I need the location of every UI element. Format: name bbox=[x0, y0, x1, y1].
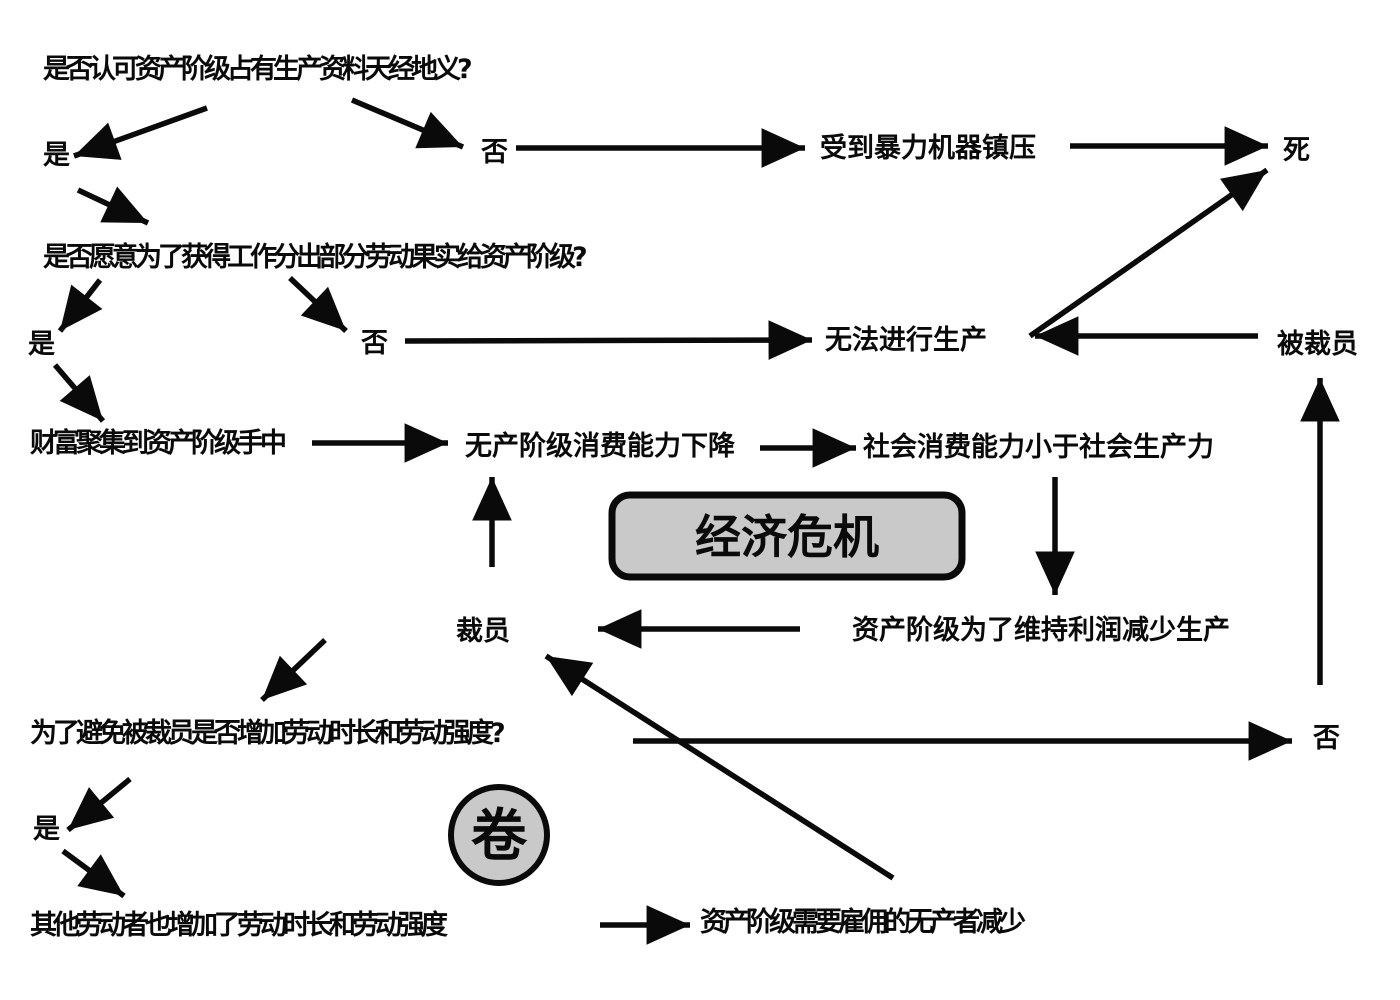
arrow-q3-to-yes3 bbox=[66, 776, 132, 833]
node-wealth-accumulates: 财富聚集到资产阶级手中 bbox=[30, 427, 285, 459]
arrow-yes1-to-q2 bbox=[76, 186, 150, 226]
node-involution: 卷 bbox=[471, 804, 528, 869]
arrow-no2-to-cannot-produce bbox=[404, 320, 813, 360]
node-fewer-workers-needed: 资产阶级需要雇佣的无产者减少 bbox=[700, 906, 1026, 938]
arrow-yes3-to-others-increase bbox=[61, 848, 126, 899]
arrow-q1-to-no1 bbox=[350, 97, 465, 150]
arrow-q1-to-yes1 bbox=[73, 105, 208, 160]
arrow-fewer-workers-to-layoffs bbox=[544, 653, 895, 881]
economic-crisis-box bbox=[608, 491, 966, 581]
involution-circle bbox=[448, 784, 550, 886]
node-yes-3: 是 bbox=[33, 814, 60, 845]
node-economic-crisis: 经济危机 bbox=[695, 510, 879, 564]
node-laid-off: 被裁员 bbox=[1277, 329, 1358, 360]
node-no-1: 否 bbox=[481, 137, 508, 168]
node-layoffs: 裁员 bbox=[456, 616, 510, 647]
node-cannot-produce: 无法进行生产 bbox=[825, 324, 987, 356]
node-proletariat-consumption-declines: 无产阶级消费能力下降 bbox=[465, 430, 736, 462]
arrow-yes2-to-wealth bbox=[52, 363, 106, 423]
node-yes-1: 是 bbox=[43, 140, 70, 171]
arrow-q2-to-yes2 bbox=[57, 278, 103, 333]
node-question-increase-labor-intensity: 为了避免被裁员是否增加劳动时长和劳动强度? bbox=[30, 717, 504, 749]
node-question-own-means-of-production: 是否认可资产阶级占有生产资料天经地义? bbox=[43, 53, 471, 85]
arrow-cannot-produce-to-death bbox=[1028, 167, 1269, 339]
node-death: 死 bbox=[1283, 135, 1310, 166]
node-question-share-labor-fruits: 是否愿意为了获得工作分出部分劳动果实给资产阶级? bbox=[43, 241, 586, 273]
node-social-consumption-below-productivity: 社会消费能力小于社会生产力 bbox=[863, 431, 1214, 463]
node-others-increase-labor: 其他劳动者也增加了劳动时长和劳动强度 bbox=[30, 909, 448, 941]
node-no-2: 否 bbox=[361, 328, 388, 359]
node-yes-2: 是 bbox=[28, 329, 55, 360]
node-no-3: 否 bbox=[1313, 723, 1340, 754]
node-suppressed-by-violence: 受到暴力机器镇压 bbox=[820, 132, 1036, 164]
node-reduce-production-for-profit: 资产阶级为了维持利润减少生产 bbox=[852, 614, 1230, 646]
arrow-layoffs-to-q3 bbox=[260, 638, 327, 702]
arrow-q2-to-no2 bbox=[288, 276, 348, 333]
